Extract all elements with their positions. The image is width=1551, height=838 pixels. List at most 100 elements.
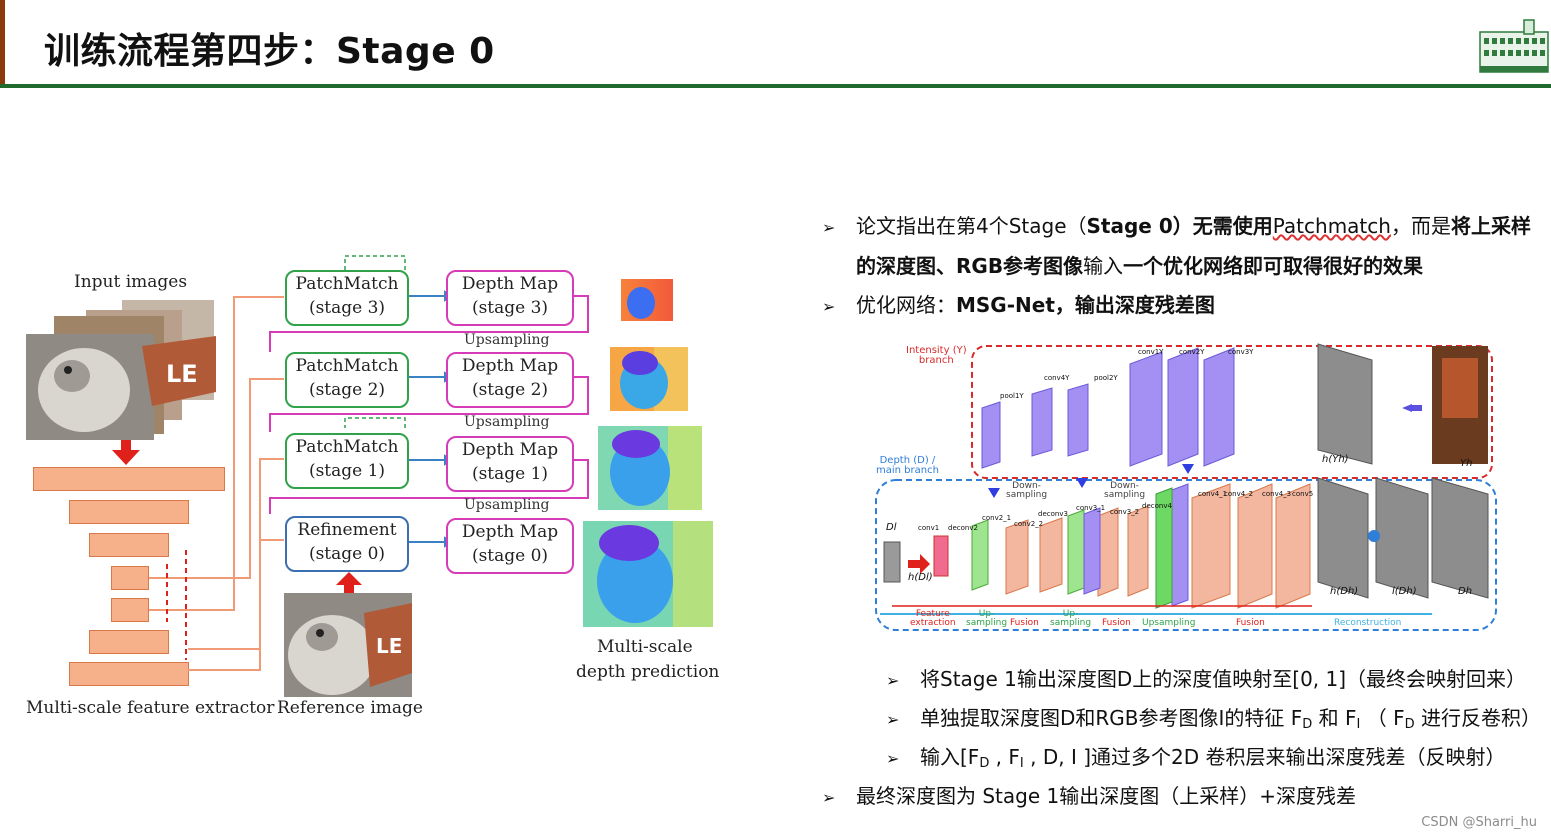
s2-text-c: （ F [1360, 706, 1405, 730]
csdn-watermark: CSDN @Sharri_hu [1421, 815, 1537, 830]
depth-branch-line2: main branch [876, 465, 939, 476]
b1-text-h: 一个优化网络即可取得很好的效果 [1123, 254, 1424, 278]
input-images-picture: LE [26, 300, 216, 440]
b1-text-g: 输入 [1083, 254, 1124, 278]
bullet-arrow-icon: ➢ [886, 710, 900, 729]
depth-branch-line1: Depth (D) / [879, 455, 936, 466]
s1-text: 将Stage 1输出深度图D上的深度值映射至[0, 1]（最终会映射回来） [920, 667, 1527, 691]
depth-prediction-stage-2 [610, 347, 688, 411]
feature-level-7 [69, 662, 189, 686]
s2-text-b: 和 F [1312, 706, 1357, 730]
depth-prediction-stage-0 [583, 521, 713, 627]
up-sampling-1-line1: Up- [978, 609, 995, 619]
slide-title: 训练流程第四步：Stage 0 [44, 31, 495, 72]
depth-map-stage-0-box: Depth Map (stage 0) [446, 518, 574, 574]
pipeline-connectors [149, 255, 589, 671]
bullet-arrow-icon: ➢ [886, 749, 900, 768]
dl-label: Dl [886, 522, 897, 533]
red-arrow-down-icon [112, 440, 140, 465]
bullet-3: ➢最终深度图为 Stage 1输出深度图（上采样）+深度残差 [822, 783, 1356, 811]
patchmatch-stage-3-box: PatchMatch (stage 3) [285, 270, 409, 326]
up-sampling-2-line2: sampling [1050, 618, 1092, 628]
conv4-3-label: conv4_3 [1262, 490, 1292, 498]
patchmatch-stage-1-line1: PatchMatch [295, 437, 399, 457]
msg-net-graphics [875, 343, 1497, 631]
input-images-label: Input images [74, 272, 188, 292]
conv3-2-label: conv3_2 [1110, 508, 1140, 516]
b2-text-a: 优化网络： [856, 293, 956, 317]
b1-text-c: Patchmatch [1272, 214, 1391, 238]
intensity-branch-line2: branch [918, 355, 954, 366]
conv3-1-label: conv3_1 [1076, 504, 1106, 512]
bullet-1-line-2: 的深度图、RGB参考图像输入一个优化网络即可取得很好的效果 [856, 253, 1423, 279]
feature-level-2 [69, 500, 189, 524]
svg-text:LE: LE [376, 634, 402, 658]
feature-level-6 [89, 630, 169, 654]
upsampling-label-2: Upsampling [464, 414, 550, 430]
patchmatch-stage-2-line2: (stage 2) [308, 380, 386, 400]
deconv2-label: deconv2 [948, 524, 978, 532]
depth-branch-label: Depth (D) / main branch [876, 456, 939, 476]
fusion-label-1: Fusion [1010, 618, 1039, 628]
yh-label: Yh [1460, 458, 1473, 469]
s2-sub-d: D [1302, 717, 1313, 732]
depth-map-stage-0-line2: (stage 0) [471, 546, 549, 566]
b1-text-e: 将上采样 [1450, 214, 1531, 238]
feature-extraction-line2: extraction [910, 618, 956, 628]
conv2-2-label: conv2_2 [1014, 520, 1044, 528]
conv4-1-label: conv4_1 [1198, 490, 1228, 498]
pool1y-label: pool1Y [1000, 392, 1024, 400]
svg-text:LE: LE [166, 360, 198, 388]
patchmatch-stage-2-box: PatchMatch (stage 2) [285, 352, 409, 408]
patchmatch-stage-3-line2: (stage 3) [308, 298, 386, 318]
fusion-label-3: Fusion [1236, 618, 1265, 628]
depth-map-stage-1-box: Depth Map (stage 1) [446, 436, 574, 492]
feature-extractor-label: Multi-scale feature extractor [26, 698, 275, 718]
bullet-arrow-icon: ➢ [822, 788, 836, 807]
patchmatch-stage-3-line1: PatchMatch [295, 274, 399, 294]
up-sampling-2-line1: Up- [1062, 609, 1079, 619]
depth-map-stage-3-line2: (stage 3) [471, 298, 549, 318]
refinement-stage-0-box: Refinement (stage 0) [285, 516, 409, 572]
depth-map-stage-3-box: Depth Map (stage 3) [446, 270, 574, 326]
upsampling-label-1: Upsampling [464, 332, 550, 348]
b1-text-d: ，而是 [1390, 214, 1451, 238]
dh-label: Dh [1458, 586, 1473, 597]
title-rule [0, 84, 1551, 88]
refinement-stage-0-line2: (stage 0) [308, 544, 386, 564]
deconv3-label: deconv3 [1038, 510, 1068, 518]
l-dh-label: l(Dh) [1392, 586, 1417, 597]
conv4-2-label: conv4_2 [1224, 490, 1254, 498]
depth-map-stage-0-line1: Depth Map [461, 522, 559, 542]
bullet-arrow-icon: ➢ [822, 297, 836, 316]
b1-text-f: 的深度图、RGB参考图像 [856, 254, 1084, 278]
s3-text-a: 输入[F [920, 745, 980, 769]
patchmatch-stage-1-line2: (stage 1) [308, 461, 386, 481]
depth-map-stage-2-line2: (stage 2) [471, 380, 549, 400]
down-sampling-1-line1: Down- [1012, 481, 1041, 491]
reference-image-label: Reference image [277, 698, 423, 718]
down-sampling-label-1: Down- sampling [1006, 482, 1047, 500]
bullet-arrow-icon: ➢ [886, 671, 900, 690]
depth-map-stage-1-line1: Depth Map [461, 440, 559, 460]
feature-level-5 [111, 598, 149, 622]
depth-prediction-stage-1 [598, 426, 702, 510]
conv4y-label: conv4Y [1044, 374, 1070, 382]
depth-map-stage-3-line1: Depth Map [461, 274, 559, 294]
up-sampling-label-2: Up- sampling [1050, 610, 1091, 628]
depth-prediction-stage-3 [621, 279, 673, 321]
conv3y-label: conv3Y [1228, 348, 1254, 356]
down-sampling-label-2: Down- sampling [1104, 482, 1145, 500]
b1-text-b: Stage 0）无需使用 [1086, 214, 1273, 238]
prediction-label-line2: depth prediction [576, 662, 720, 682]
s2-text-a: 单独提取深度图D和RGB参考图像I的特征 F [920, 706, 1303, 730]
b1-text-a: 论文指出在第4个Stage（ [856, 214, 1087, 238]
red-arrow-up-icon [336, 572, 362, 596]
down-sampling-1-line2: sampling [1006, 490, 1048, 500]
up-sampling-label-1: Up- sampling [966, 610, 1007, 628]
sub-bullet-2: ➢单独提取深度图D和RGB参考图像I的特征 FD 和 FI （ FD 进行反卷积… [886, 705, 1541, 738]
depth-map-stage-2-line1: Depth Map [461, 356, 559, 376]
s3-sub-i: I [1019, 756, 1024, 771]
prediction-label-line1: Multi-scale [597, 637, 693, 657]
bullet-arrow-icon: ➢ [822, 218, 836, 237]
